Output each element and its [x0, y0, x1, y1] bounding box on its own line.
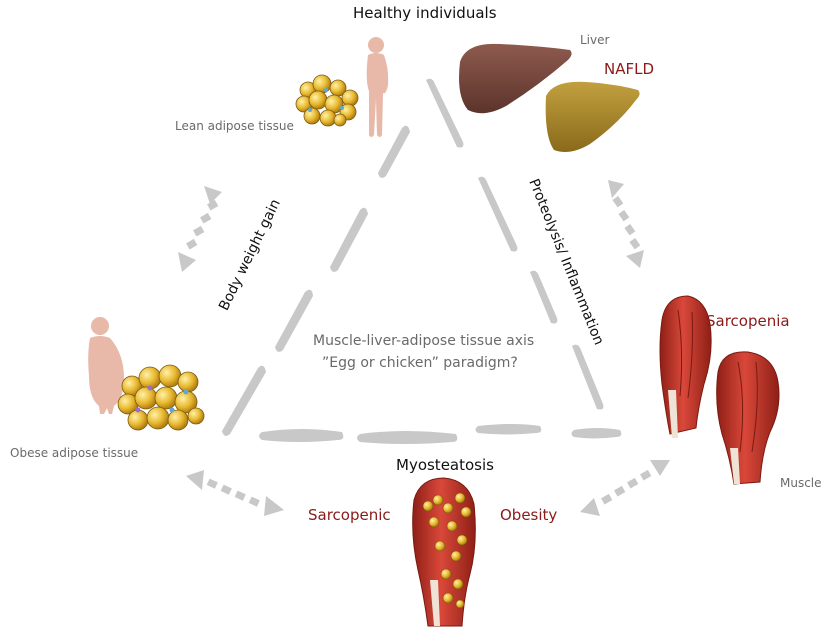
- double-arrow-icon: [608, 180, 644, 268]
- triangle-dashes: [222, 78, 622, 444]
- label-nafld: NAFLD: [604, 60, 655, 78]
- label-myosteatosis: Myosteatosis: [396, 456, 494, 474]
- human-silhouette-lean-icon: [366, 37, 389, 137]
- label-sarcopenia: Sarcopenia: [706, 312, 790, 330]
- label-muscle: Muscle: [780, 476, 822, 490]
- label-axis-title: Muscle-liver-adipose tissue axis: [313, 333, 535, 349]
- double-arrow-icon: [178, 186, 222, 272]
- fat-cluster-icon: [295, 74, 359, 127]
- label-healthy-individuals: Healthy individuals: [353, 4, 497, 22]
- muscle-icon: [716, 351, 780, 485]
- muscle-icon: [412, 477, 476, 627]
- double-arrow-icon: [580, 460, 670, 516]
- fat-cluster-icon: [422, 492, 472, 609]
- label-obesity: Obesity: [500, 506, 558, 524]
- liver-icon: [459, 43, 572, 114]
- label-obese-adipose-tissue: Obese adipose tissue: [10, 446, 139, 460]
- human-silhouette-obese-icon: [88, 317, 124, 414]
- label-liver: Liver: [580, 33, 610, 47]
- muscle-icon: [659, 295, 712, 438]
- label-axis-question: ”Egg or chicken” paradigm?: [322, 355, 518, 371]
- label-lean-adipose-tissue: Lean adipose tissue: [175, 119, 294, 133]
- label-sarcopenic: Sarcopenic: [308, 506, 391, 524]
- fat-cluster-icon: [117, 364, 205, 431]
- double-arrow-icon: [186, 470, 284, 516]
- liver-icon: [545, 81, 640, 152]
